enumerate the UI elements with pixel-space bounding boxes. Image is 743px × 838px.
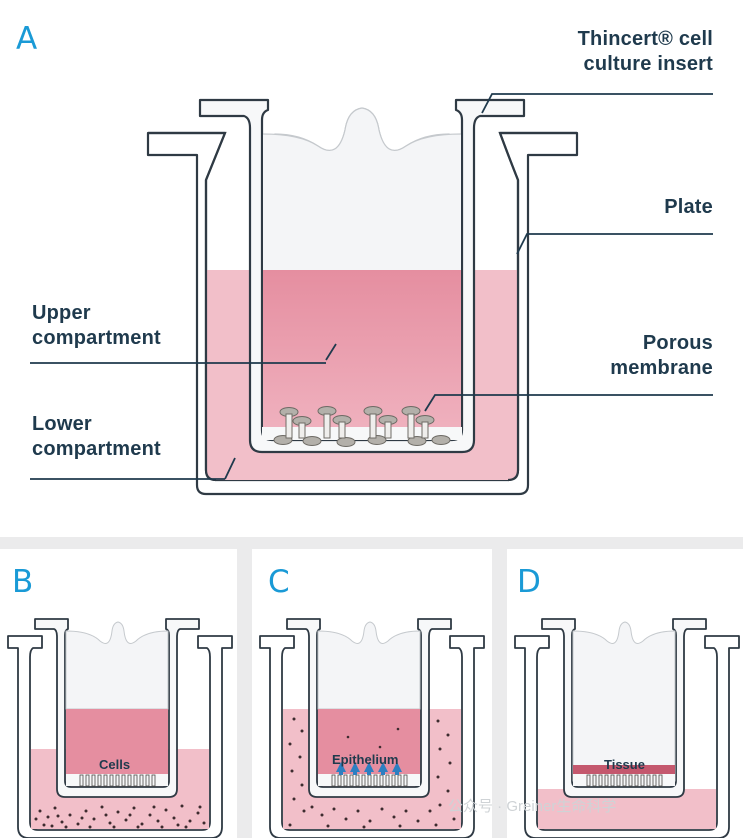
panel-a-letter: A bbox=[16, 21, 38, 57]
panel-d-letter: D bbox=[517, 564, 541, 600]
label-lower-line2: compartment bbox=[32, 438, 161, 460]
callout-lines bbox=[30, 93, 713, 480]
label-upper-compartment: Upper compartment bbox=[32, 301, 232, 351]
panel-b-label: Cells bbox=[99, 757, 131, 772]
label-lower-compartment: Lower compartment bbox=[32, 412, 232, 462]
panel-d-diagram bbox=[514, 618, 740, 838]
panel-d-tissue-layer bbox=[573, 765, 675, 775]
panel-c-label: Epithelium bbox=[332, 752, 399, 767]
panel-d-label: Tissue bbox=[604, 757, 645, 772]
label-insert-line2: culture insert bbox=[583, 53, 713, 75]
panel-c-letter: C bbox=[268, 564, 290, 600]
label-plate: Plate bbox=[664, 196, 713, 218]
panel-b-cells bbox=[34, 804, 206, 829]
insert-air bbox=[263, 108, 461, 270]
panel-c-epithelium-arrows bbox=[336, 762, 402, 775]
panel-c-diagram bbox=[259, 618, 485, 838]
label-insert: Thincert® cell culture insert bbox=[540, 27, 713, 77]
panel-c: C Epithelium bbox=[252, 549, 492, 838]
panel-d: D Tissue bbox=[507, 549, 743, 838]
label-porous-membrane: Porous membrane bbox=[560, 331, 713, 381]
panel-b: B Cells bbox=[0, 549, 237, 838]
plate-rim-right bbox=[498, 131, 577, 482]
panel-d-membrane-pores bbox=[586, 774, 663, 787]
pores bbox=[273, 406, 451, 447]
label-insert-line1: Thincert® cell bbox=[577, 28, 713, 50]
panel-c-particles bbox=[288, 717, 456, 829]
label-porous-line2: membrane bbox=[610, 357, 713, 379]
panel-b-membrane-pores bbox=[79, 774, 156, 787]
watermark: 公众号 · Greiner生命科学 bbox=[448, 798, 617, 815]
label-upper-line1: Upper bbox=[32, 302, 91, 324]
label-upper-line2: compartment bbox=[32, 327, 161, 349]
panel-b-diagram bbox=[7, 618, 233, 838]
panel-b-letter: B bbox=[12, 564, 34, 600]
panel-a-diagram bbox=[30, 93, 713, 496]
pore-channels bbox=[285, 413, 429, 439]
insert-air-outline bbox=[262, 107, 462, 151]
label-porous-line1: Porous bbox=[642, 332, 713, 354]
label-lower-line1: Lower bbox=[32, 413, 92, 435]
panel-c-membrane-pores bbox=[331, 774, 408, 787]
insert-medium bbox=[263, 270, 461, 439]
